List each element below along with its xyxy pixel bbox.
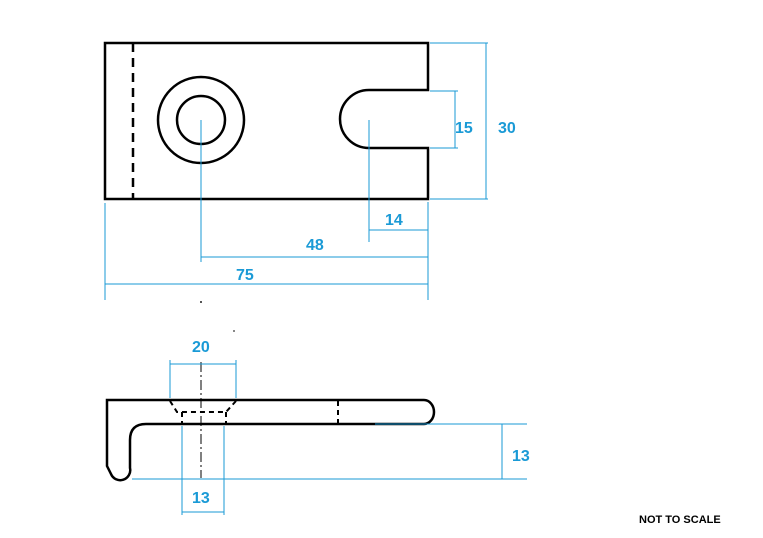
top-view xyxy=(103,41,430,201)
dimension-label-13-hole: 13 xyxy=(192,490,210,507)
front-view xyxy=(105,362,436,482)
front-view-dimensions: 20 13 13 xyxy=(132,339,530,515)
not-to-scale-note: NOT TO SCALE xyxy=(639,514,721,526)
hidden-counterbore xyxy=(169,400,237,413)
dimension-label-13-drop: 13 xyxy=(512,448,530,465)
bracket-outline xyxy=(105,398,436,482)
dimension-label-15: 15 xyxy=(455,120,473,137)
top-view-dimensions: 30 15 14 48 75 xyxy=(104,42,516,300)
dimension-label-48: 48 xyxy=(306,237,324,254)
dimension-label-30: 30 xyxy=(498,120,516,137)
dimension-label-14: 14 xyxy=(385,212,403,229)
dimension-label-20: 20 xyxy=(192,339,210,356)
plate-outline xyxy=(103,41,430,201)
dimension-label-75: 75 xyxy=(236,267,254,284)
